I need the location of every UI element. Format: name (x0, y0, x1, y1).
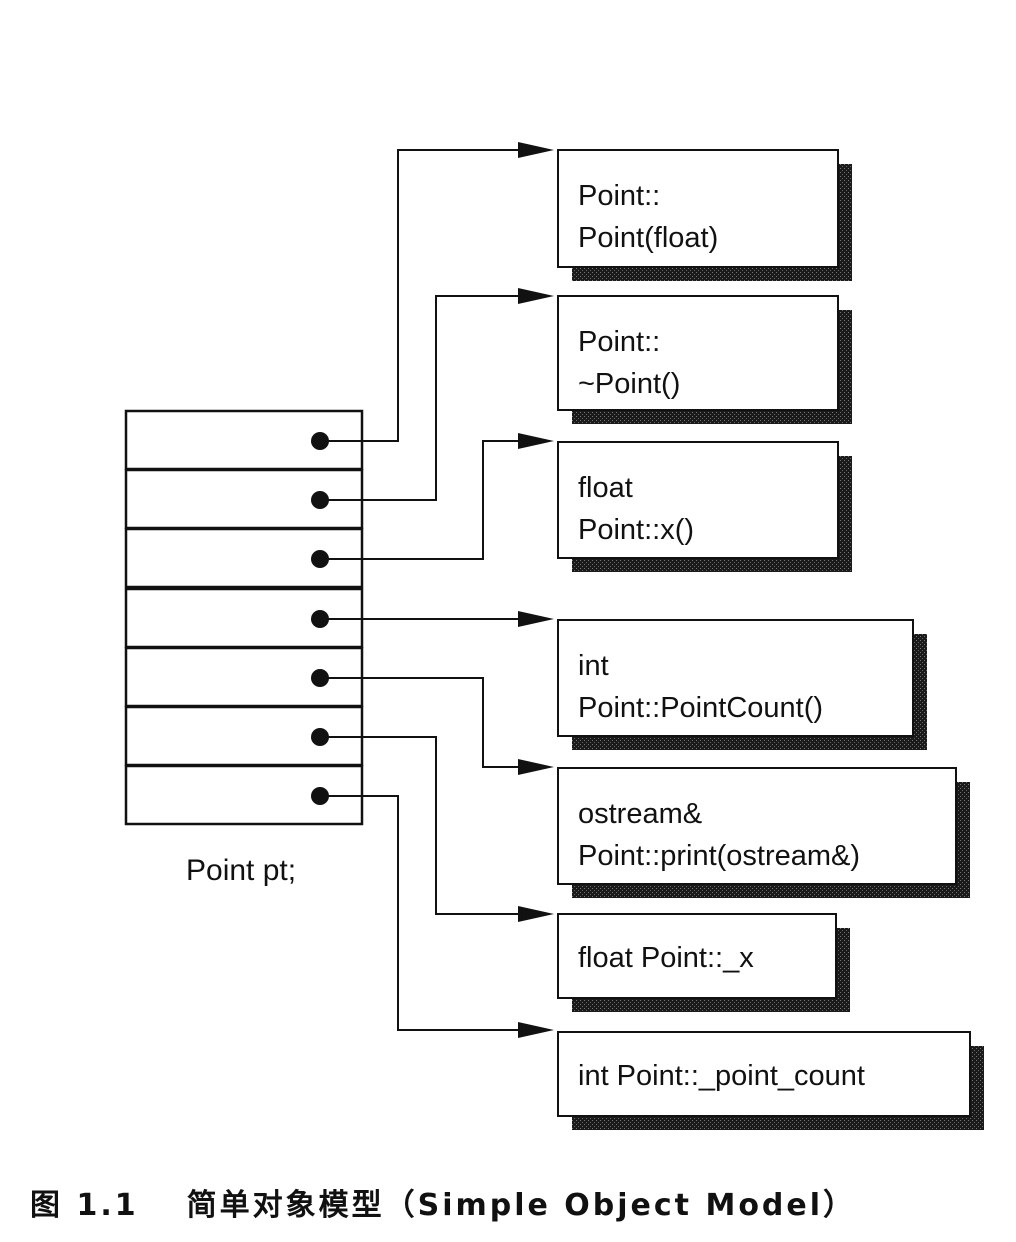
arrowhead (518, 906, 554, 922)
member-boxes: Point::Point(float)Point::~Point()floatP… (557, 149, 984, 1130)
simple-object-model-diagram: Point::Point(float)Point::~Point()floatP… (124, 142, 984, 1130)
member-text: Point::x() (578, 514, 694, 546)
arrowhead (518, 433, 554, 449)
member-text: int (578, 650, 609, 682)
member-text: Point::PointCount() (578, 692, 823, 724)
member-box: int Point::_point_count (557, 1031, 984, 1130)
arrowhead (518, 759, 554, 775)
member-text: int Point::_point_count (578, 1060, 865, 1092)
member-text: Point:: (578, 326, 660, 358)
box-frame (557, 767, 957, 885)
box-frame (557, 913, 837, 999)
connector-line (320, 295, 526, 501)
connector-line (320, 795, 526, 1031)
point-object (124, 409, 364, 826)
box-frame (557, 295, 839, 411)
member-text: Point:: (578, 180, 660, 212)
arrowhead (518, 288, 554, 304)
box-frame (557, 441, 839, 559)
pointer-connectors (320, 142, 554, 1038)
box-frame (557, 1031, 971, 1117)
arrowhead (518, 1022, 554, 1038)
figure-number: 图 1.1 (30, 1188, 139, 1223)
box-frame (557, 149, 839, 268)
member-box: Point::~Point() (557, 295, 852, 424)
figure-caption: 图 1.1 简单对象模型（Simple Object Model） (30, 1180, 990, 1228)
connector-line (320, 677, 526, 768)
box-frame (557, 619, 914, 737)
connector-line (320, 736, 526, 915)
connector-line (320, 440, 526, 560)
member-text: float (578, 472, 633, 504)
member-text: Point(float) (578, 222, 718, 254)
connector-line (320, 149, 526, 442)
arrowhead (518, 142, 554, 158)
arrowhead (518, 611, 554, 627)
member-box: Point::Point(float) (557, 149, 852, 281)
object-label: Point pt; (186, 854, 296, 887)
member-text: ostream& (578, 798, 702, 830)
figure-title: 简单对象模型（Simple Object Model） (186, 1188, 857, 1223)
member-text: ~Point() (578, 368, 680, 400)
member-text: float Point::_x (578, 942, 754, 974)
member-box: ostream&Point::print(ostream&) (557, 767, 970, 898)
member-text: Point::print(ostream&) (578, 840, 860, 872)
member-box: float Point::_x (557, 913, 850, 1012)
